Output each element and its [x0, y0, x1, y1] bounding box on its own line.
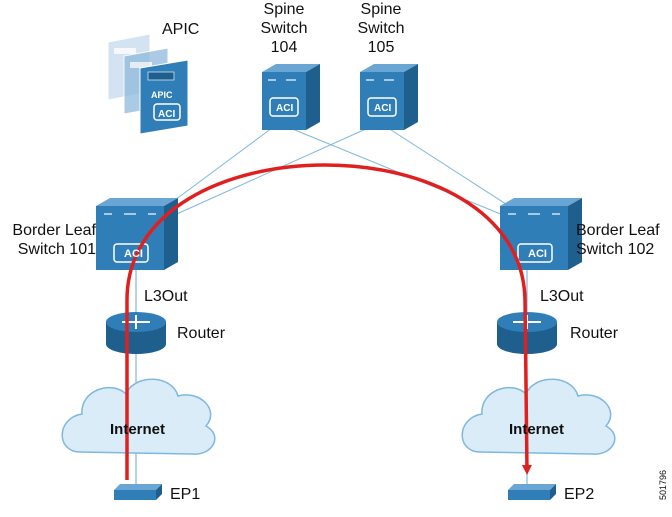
spine-105-label: Spine Switch 105	[356, 0, 406, 57]
spine-switch-104-icon	[262, 64, 320, 130]
router-right-label: Router	[570, 325, 619, 342]
endpoint-ep2-icon	[508, 484, 556, 500]
border-leaf-102-icon	[500, 198, 582, 270]
internet-cloud-left-icon	[61, 378, 216, 455]
leaf-101-chip-label: ACI	[124, 248, 143, 260]
border-leaf-102-label: Border Leaf Switch 102	[576, 221, 660, 259]
apic-stack	[107, 33, 189, 135]
internet-cloud-right-icon	[461, 378, 616, 455]
l3out-right-label: L3Out	[540, 288, 584, 305]
apic-label: APIC	[162, 21, 200, 38]
spine-104-label-line1: Spine	[263, 1, 305, 18]
spine-104-label-line2: Switch	[260, 20, 308, 37]
border-leaf-101-label-line2: Switch 101	[17, 241, 96, 258]
router-left-label: Router	[177, 325, 226, 342]
router-left-icon	[106, 312, 166, 354]
traffic-path-arrow	[125, 163, 532, 480]
spine-104-chip-label: ACI	[276, 103, 294, 114]
ep2-label: EP2	[564, 486, 595, 503]
spine-105-label-line1: Spine	[360, 1, 402, 18]
document-id: 501796	[658, 469, 668, 500]
apic-badge-label: APIC	[151, 90, 173, 100]
spine-105-label-line3: 105	[367, 39, 395, 56]
border-leaf-102-label-line2: Switch 102	[576, 241, 655, 258]
apic-server-front	[139, 59, 189, 135]
border-leaf-102-label-line1: Border Leaf	[576, 222, 660, 239]
internet-left-label: Internet	[110, 421, 166, 438]
spine-104-label: Spine Switch 104	[259, 0, 309, 57]
spine-105-chip-label: ACI	[374, 103, 392, 114]
leaf-102-chip-label: ACI	[528, 248, 547, 260]
spine-105-label-line2: Switch	[357, 20, 405, 37]
border-leaf-101-label: Border Leaf Switch 101	[0, 221, 96, 259]
l3out-left-label: L3Out	[144, 288, 188, 305]
spine-104-label-line3: 104	[270, 39, 298, 56]
border-leaf-101-label-line1: Border Leaf	[12, 222, 96, 239]
apic-chip-label: ACI	[158, 109, 176, 120]
ep1-label: EP1	[170, 486, 201, 503]
link-spine105-leaf101	[149, 127, 369, 227]
internet-right-label: Internet	[509, 421, 565, 438]
spine-switch-105-icon	[360, 64, 418, 130]
endpoint-ep1-icon	[114, 484, 162, 500]
